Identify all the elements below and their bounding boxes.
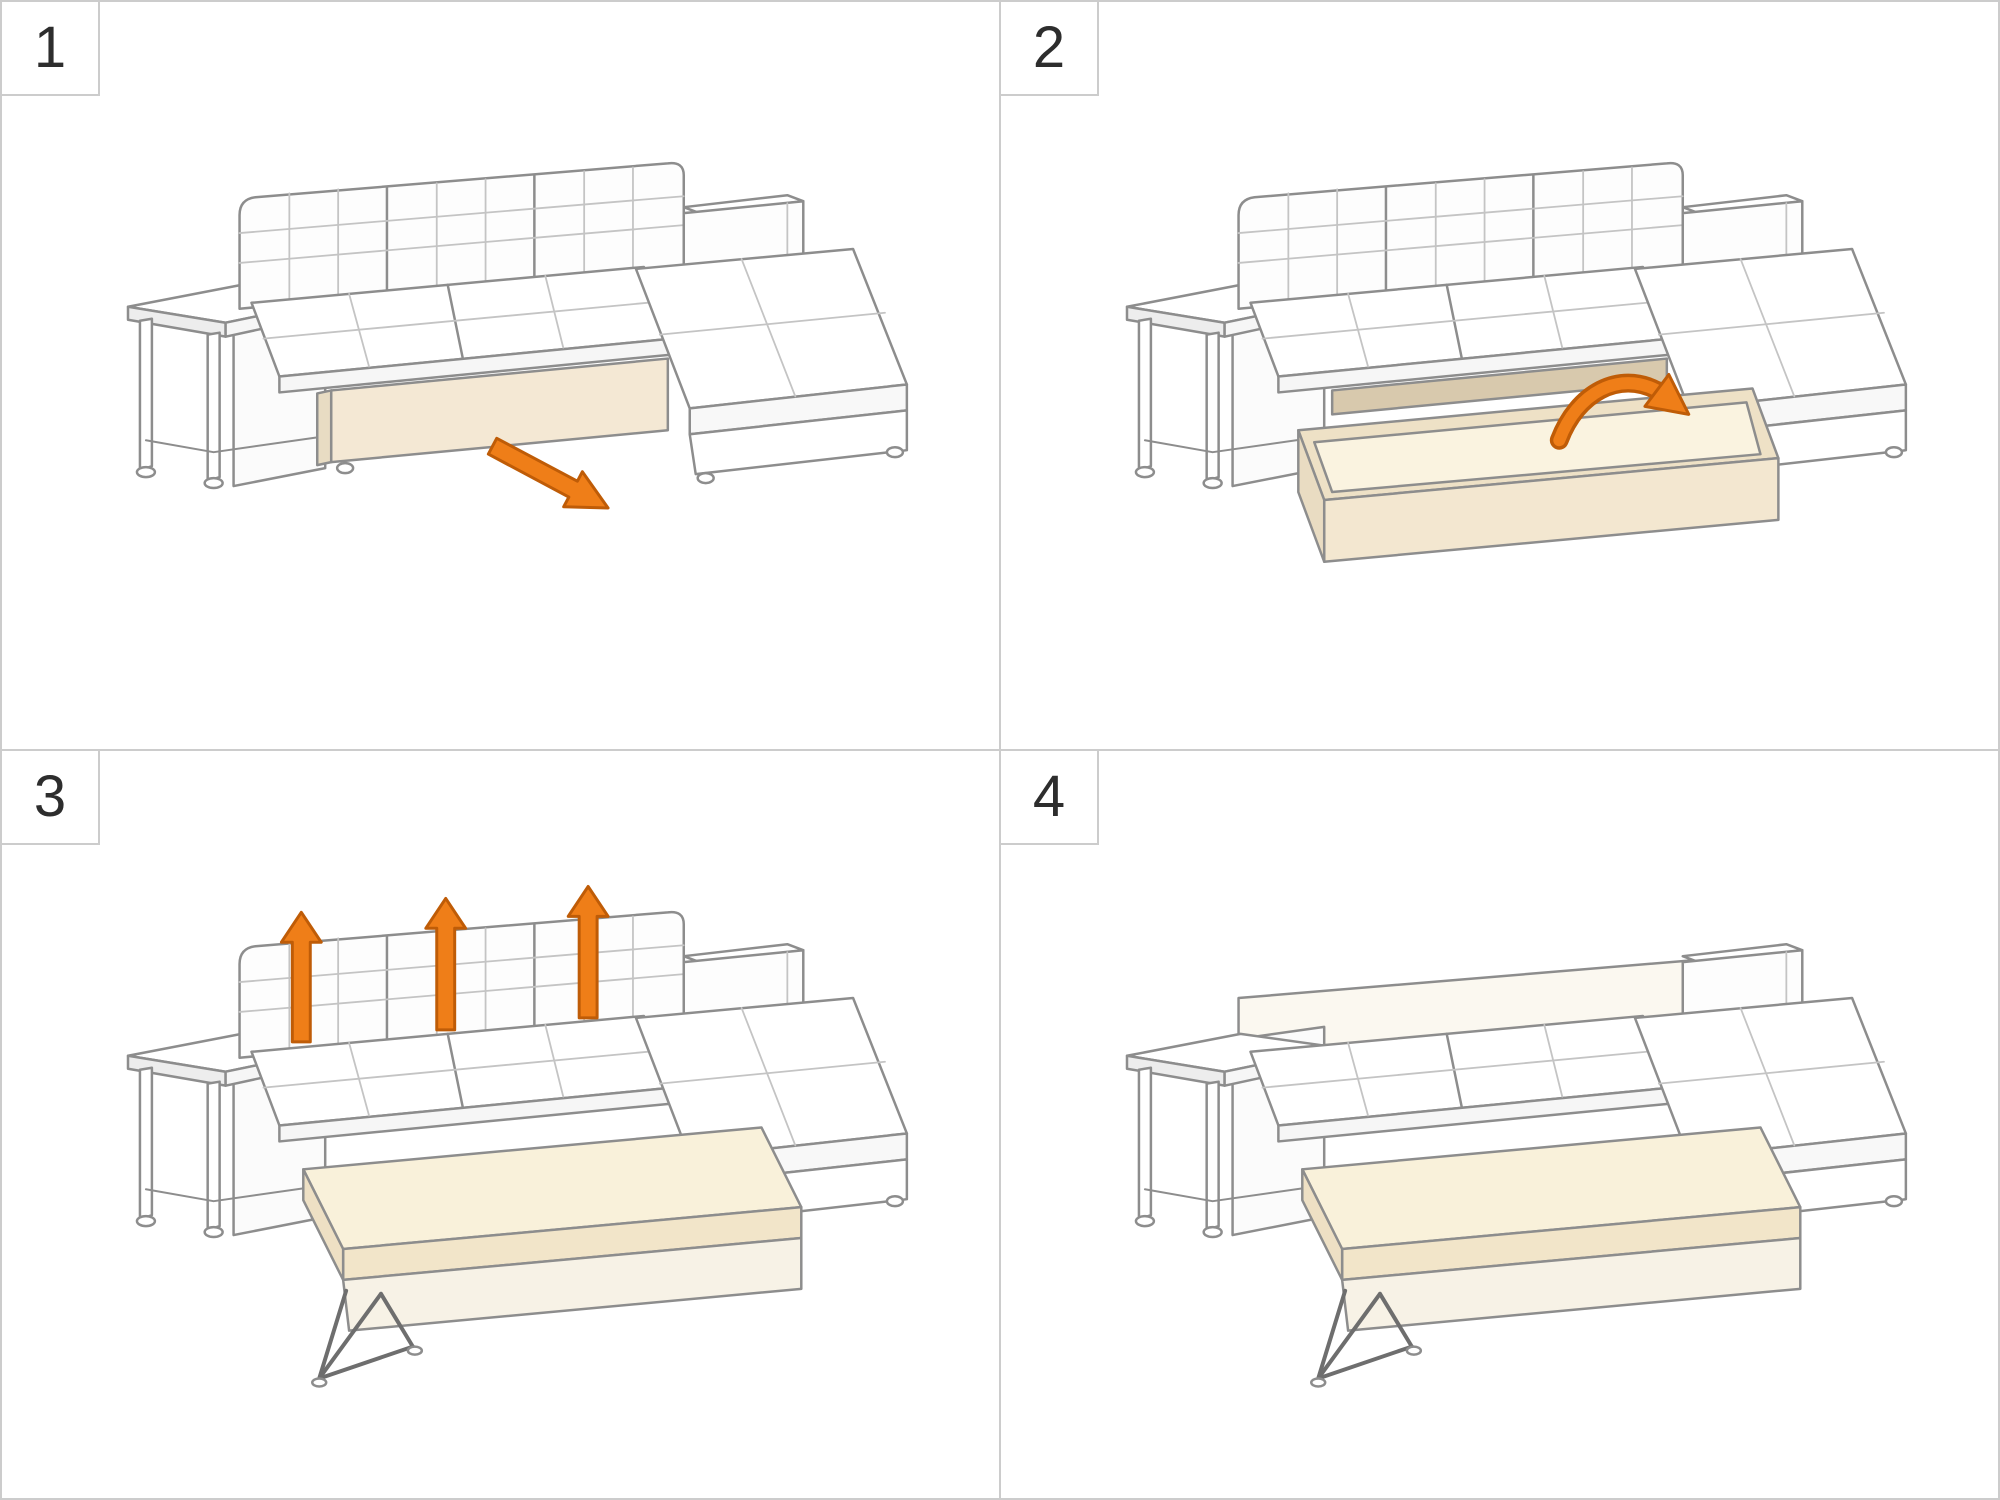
- sofa-illustration-step-1-closed: [126, 161, 909, 510]
- flip-over-curved-arrow-icon: [1549, 373, 1691, 450]
- step-number-box: 1: [2, 2, 100, 96]
- step-number: 2: [1032, 15, 1066, 80]
- lift-up-arrows-icon: [279, 884, 610, 1044]
- step-panel-1: 1: [2, 2, 999, 749]
- pull-out-down-right-arrow-icon: [486, 436, 610, 510]
- step-number: 3: [33, 764, 67, 829]
- step-number-box: 3: [2, 751, 100, 845]
- sofa-illustration-step-4-bed-complete: [1125, 942, 1908, 1388]
- step-number-box: 2: [1001, 2, 1099, 96]
- step-number: 4: [1032, 764, 1066, 829]
- step-number-box: 4: [1001, 751, 1099, 845]
- step-panel-4: 4: [1001, 751, 1998, 1498]
- step-number: 1: [33, 15, 67, 80]
- sofa-illustration-step-3-bed-unfolded: [126, 884, 909, 1388]
- step-panel-2: 2: [1001, 2, 1998, 749]
- step-panel-3: 3: [2, 751, 999, 1498]
- sofa-illustration-step-2-drawer-out: [1125, 161, 1908, 563]
